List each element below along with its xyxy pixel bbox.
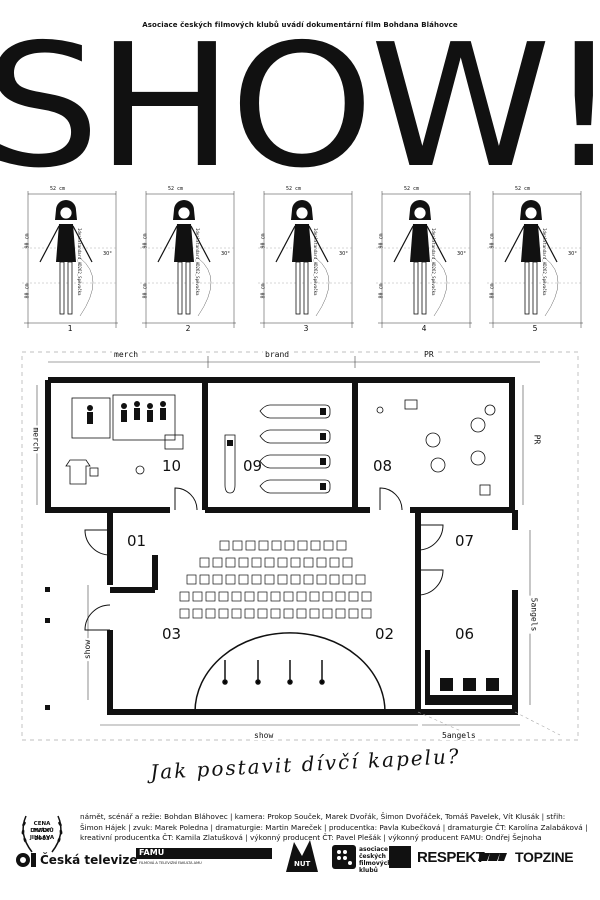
room-number-08: 08 [373,457,393,475]
famu-logo: FAMU FILMOVÁ A TELEVIZNÍ FAKULTA AMU [136,848,272,868]
room-number-06: 06 [455,625,475,643]
festival-laurel: CENA DIVÁKŮ MFDF JIHLAVA 2013 [16,808,68,858]
vertical-model-text: IdealStandard_AD262_Spěvačka [77,228,82,296]
height-label-lower: 80 cm [378,283,385,299]
figure-5: 52 cm 90 cm 80 cm 30° IdealStandard_AD26… [485,186,585,333]
chevron-logo [478,849,508,865]
figure-3: 52 cm 90 cm 80 cm 30° IdealStandard_AD26… [256,186,356,333]
singer-figure-icon [140,191,236,328]
topzine-logo: TOPZINE [515,849,574,865]
vertical-model-text: IdealStandard_AD262_Spěvačka [431,228,436,296]
width-label: 52 cm [50,186,66,192]
figure-4: 52 cm 90 cm 80 cm 30° IdealStandard_AD26… [374,186,474,333]
acfk-logo: asociace českých filmových klubů [332,845,407,874]
singer-figure-icon [258,191,354,328]
height-label-upper: 90 cm [142,233,149,249]
laurel-line-3: 2013 [34,836,50,842]
width-label: 52 cm [168,186,184,192]
height-label-upper: 90 cm [489,233,496,249]
height-label-upper: 90 cm [24,233,31,249]
room-number-02: 02 [375,625,395,643]
famu-text: FAMU [139,848,165,857]
tagline: Asociace českých filmových klubů uvádí d… [142,21,458,29]
nut-icon [286,840,318,872]
dim-label-pr-top: PR [422,350,436,359]
laurel-line-2: MFDF JIHLAVA [29,828,55,841]
room-number-10: 10 [162,457,182,475]
dim-label-show-bottom: show [252,731,276,740]
figure-number: 4 [421,324,427,333]
figures-row: 52 cm 90 cm 80 cm 30° IdealStandard_AD26… [20,186,585,338]
angle-label: 30° [457,251,466,257]
dim-label-merch-top: merch [112,350,141,359]
vertical-model-text: IdealStandard_AD262_Spěvačka [195,228,200,296]
angle-label: 30° [103,251,112,257]
figure-number: 2 [185,324,191,333]
film-reel-icon [337,850,352,865]
dim-label-merch-side: merch [31,425,41,454]
nut-text: NUT [294,860,311,868]
width-label: 52 cm [515,186,531,192]
height-label-lower: 80 cm [24,283,31,299]
figure-number: 5 [532,324,538,333]
angle-label: 30° [339,251,348,257]
singer-figure-icon [376,191,472,328]
floor-plan: merch brand PR merch show PR 5angels sho… [0,340,600,750]
height-label-upper: 90 cm [378,233,385,249]
ct-text: Česká televize [40,853,138,867]
figure-number: 3 [303,324,309,333]
vertical-model-text: IdealStandard_AD262_Spěvačka [542,228,547,296]
width-label: 52 cm [404,186,420,192]
acfk-text: asociace českých filmových klubů [359,846,392,874]
dim-label-5angels-side: 5angels [529,595,539,634]
figure-1: 52 cm 90 cm 80 cm 30° IdealStandard_AD26… [20,186,120,333]
room-number-01: 01 [127,532,147,550]
height-label-lower: 80 cm [489,283,496,299]
height-label-lower: 80 cm [142,283,149,299]
angle-label: 30° [221,251,230,257]
dim-label-brand: brand [263,350,292,359]
poster-title: SHOW! [0,8,600,206]
chevron-mark-icon [478,853,507,861]
figure-number: 1 [67,324,73,333]
figure-2: 52 cm 90 cm 80 cm 30° IdealStandard_AD26… [138,186,238,333]
famu-subtext: FILMOVÁ A TELEVIZNÍ FAKULTA AMU [139,861,202,865]
singer-figure-icon [487,191,583,328]
floor-plan-drawing [21,351,579,741]
singer-figure-icon [22,191,118,328]
angle-label: 30° [568,251,577,257]
ct-icon [16,853,36,867]
height-label-lower: 80 cm [260,283,267,299]
laurel-line-1: CENA DIVÁKŮ [30,821,54,834]
nut-logo: NUT [282,836,322,876]
dim-label-show-side: show [83,637,93,662]
dim-label-pr-side: PR [532,432,542,447]
respekt-logo: RESPEKT [417,849,485,866]
vertical-model-text: IdealStandard_AD262_Spěvačka [313,228,318,296]
room-number-07: 07 [455,532,475,550]
width-label: 52 cm [286,186,302,192]
room-number-09: 09 [243,457,263,475]
room-number-03: 03 [162,625,182,643]
laurel-wreath-icon [21,815,63,853]
ceska-televize-logo: Česká televize [15,850,138,870]
badge-logo [389,846,411,868]
credits-block: námět, scénář a režie: Bohdan Bláhovec |… [80,812,588,842]
height-label-upper: 90 cm [260,233,267,249]
dim-label-5angels-bottom: 5angels [440,731,478,740]
